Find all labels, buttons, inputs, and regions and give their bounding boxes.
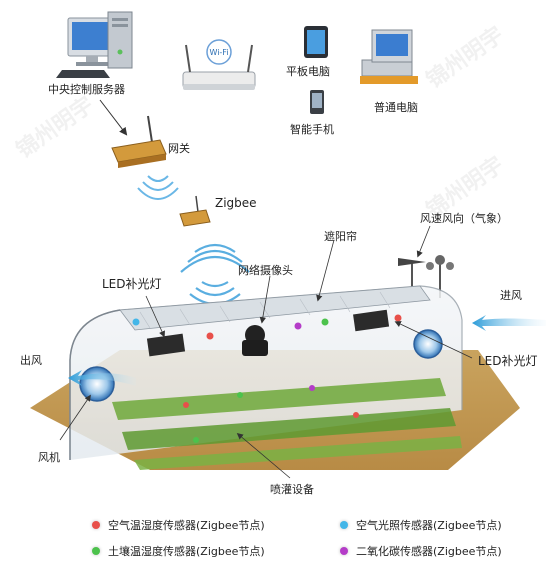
sprinkler-label: 喷灌设备	[270, 483, 314, 496]
shade-label: 遮阳帘	[324, 230, 357, 243]
pc-icon	[360, 29, 418, 84]
legend-item: 空气光照传感器(Zigbee节点)	[340, 517, 502, 533]
legend-dot-icon	[340, 521, 348, 529]
legend-item: 土壤温湿度传感器(Zigbee节点)	[92, 543, 265, 559]
zigbee-label: Zigbee	[215, 196, 257, 210]
legend-label: 空气光照传感器(Zigbee节点)	[356, 519, 502, 532]
outflow-label: 出风	[20, 354, 42, 367]
weather-label: 风速风向（气象）	[420, 212, 508, 225]
server-icon	[56, 11, 133, 78]
legend-dot-icon	[92, 547, 100, 555]
legend-label: 土壤温湿度传感器(Zigbee节点)	[108, 545, 265, 558]
tablet-label: 平板电脑	[286, 65, 330, 78]
gateway-icon	[111, 115, 167, 168]
smartphone-icon	[310, 90, 324, 114]
legend-dot-icon	[340, 547, 348, 555]
legend-dot-icon	[92, 521, 100, 529]
sensor-dots	[132, 314, 402, 443]
led-left-label: LED补光灯	[102, 277, 162, 291]
fan-label: 风机	[38, 451, 60, 464]
zigbee-node-icon	[179, 195, 211, 227]
server-label: 中央控制服务器	[48, 83, 125, 96]
legend-label: 二氧化碳传感器(Zigbee节点)	[356, 545, 502, 558]
legend-item: 二氧化碳传感器(Zigbee节点)	[340, 543, 502, 559]
gateway-label: 网关	[168, 142, 190, 155]
smartphone-label: 智能手机	[290, 123, 334, 136]
wifi-router-icon: Wi-Fi	[182, 39, 256, 90]
greenhouse	[69, 285, 463, 470]
inflow-label: 进风	[500, 289, 522, 302]
wifi-label: Wi-Fi	[209, 48, 228, 57]
camera-label: 网络摄像头	[238, 264, 293, 277]
signal-waves	[137, 175, 179, 200]
legend-label: 空气温湿度传感器(Zigbee节点)	[108, 519, 265, 532]
inflow-arrow	[472, 315, 546, 331]
led-right-label: LED补光灯	[478, 354, 538, 368]
legend-item: 空气温湿度传感器(Zigbee节点)	[92, 517, 265, 533]
outflow-arrow	[68, 370, 136, 386]
server-gateway-arrow	[99, 99, 128, 136]
pc-label: 普通电脑	[374, 101, 418, 114]
tablet-icon	[304, 26, 328, 58]
